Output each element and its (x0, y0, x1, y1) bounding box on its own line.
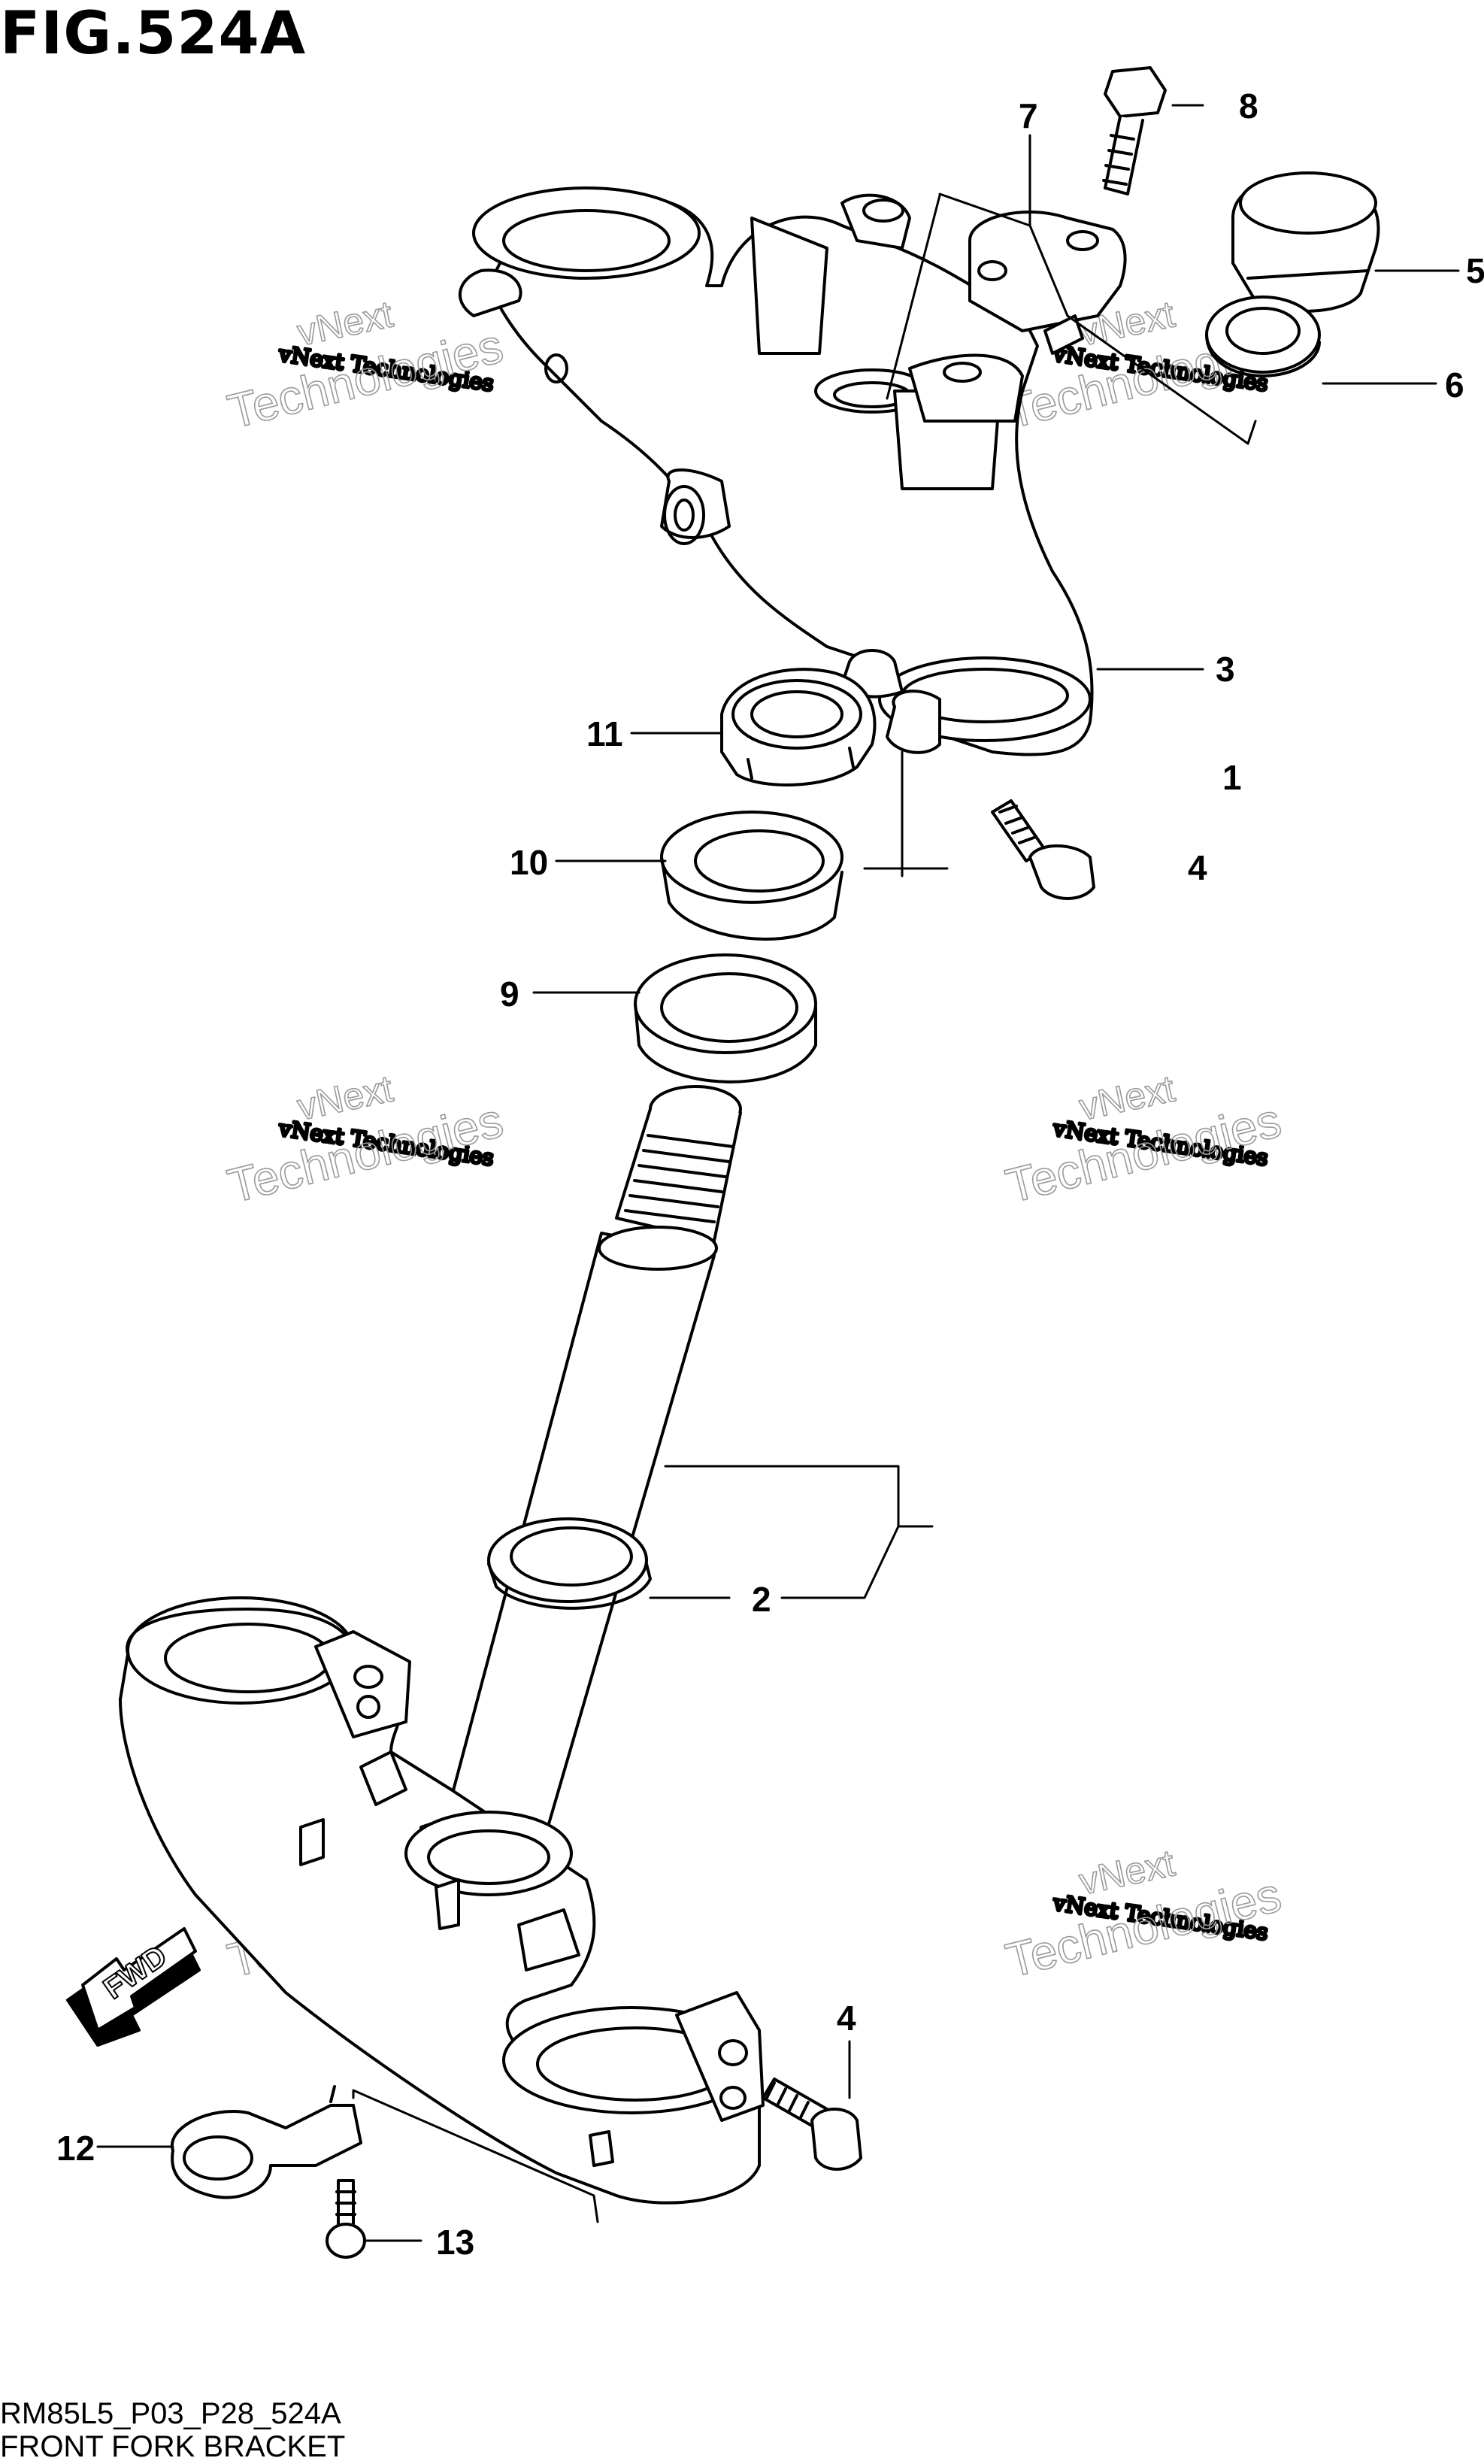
bolt-4-upper (991, 799, 1095, 900)
nut-11 (720, 668, 877, 786)
callout-12: 12 (56, 2129, 95, 2168)
watermark-top-left: vNext vNext Technologies Technologies (222, 292, 509, 440)
bolt-8 (1102, 66, 1167, 195)
callout-8: 8 (1239, 86, 1258, 126)
screw-13 (326, 2179, 366, 2259)
washer-6 (1205, 295, 1321, 377)
leader-7-left (886, 194, 941, 400)
lower-bracket (119, 1596, 765, 2205)
reference-code: RM85L5_P03_P28_524A (0, 2397, 341, 2430)
bolt-4-lower (762, 2078, 862, 2171)
leader-1-bottom (780, 1525, 900, 1599)
figure-title: FIG.524A (0, 0, 307, 68)
callout-13: 13 (436, 2223, 474, 2262)
callout-11: 11 (586, 714, 623, 753)
callout-6: 6 (1445, 365, 1464, 405)
callouts: 1 2 3 4 4 5 6 7 8 9 10 11 12 13 (56, 86, 1484, 2262)
svg-text:vNext: vNext (1076, 1067, 1179, 1128)
callout-9: 9 (500, 974, 519, 1014)
seal-10 (660, 811, 843, 941)
callout-1: 1 (1222, 758, 1242, 797)
hose-clamp-12 (170, 2085, 362, 2199)
cap-5 (1231, 171, 1380, 313)
callout-3: 3 (1216, 650, 1235, 689)
leader-lines (96, 104, 1460, 2242)
leader-1-top (664, 1465, 934, 1528)
leader-7-bracket (938, 192, 1257, 445)
watermark-mid-right: vNext vNext Technologies Technologies (1000, 1067, 1287, 1214)
callout-4-upper: 4 (1188, 848, 1207, 887)
figure-caption: FRONT FORK BRACKET (0, 2430, 346, 2463)
callout-7: 7 (1019, 96, 1038, 135)
bearing-9 (634, 953, 817, 1083)
watermark-bottom-right: vNext vNext Technologies Technologies (1000, 1841, 1287, 1989)
callout-4-lower: 4 (837, 1999, 856, 2038)
handlebar-holder (968, 211, 1127, 355)
callout-10: 10 (510, 843, 548, 882)
watermark-mid-left: vNext vNext Technologies Technologies (222, 1067, 509, 1214)
fwd-arrow-icon: FWD (66, 1927, 201, 2047)
leader-lower-bracket (352, 2089, 599, 2223)
callout-5: 5 (1466, 251, 1484, 290)
race-2 (487, 1517, 652, 1610)
upper-bracket (458, 186, 1094, 756)
svg-text:vNext: vNext (1076, 1841, 1179, 1902)
steering-stem (442, 1085, 742, 1851)
callout-2: 2 (752, 1580, 771, 1619)
